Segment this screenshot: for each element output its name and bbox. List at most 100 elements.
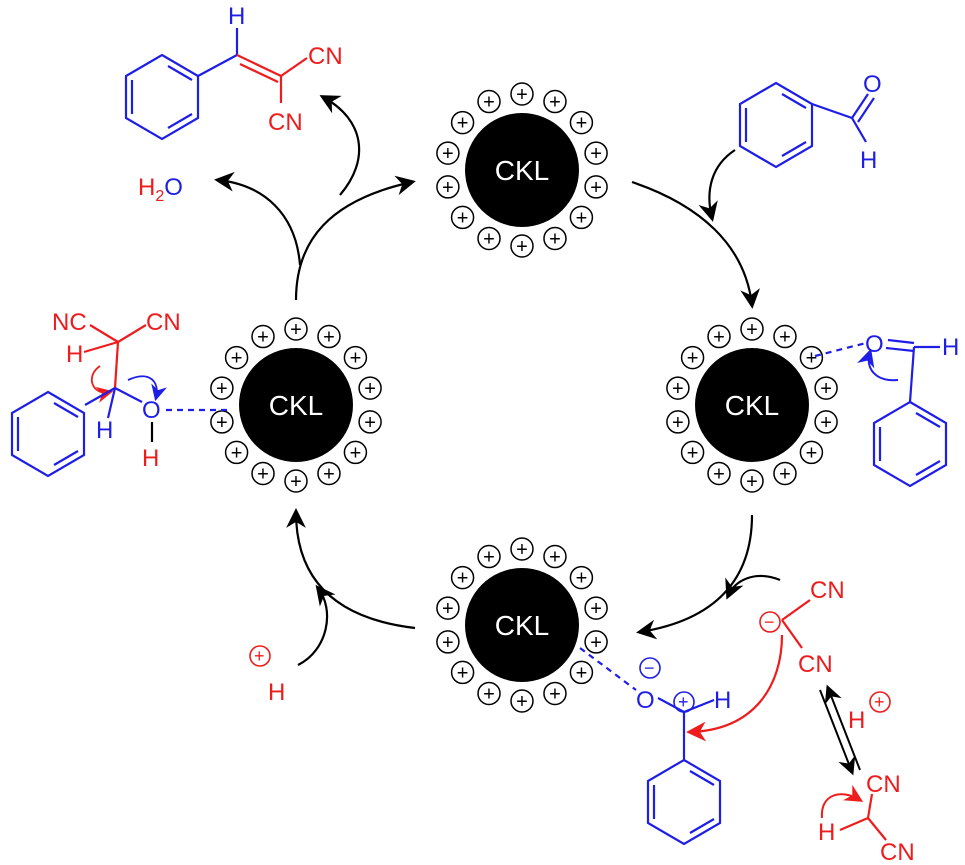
positive-charge-circle — [666, 410, 690, 434]
svg-text:H2O: H2O — [138, 174, 183, 205]
positive-charge-sign: + — [350, 442, 362, 464]
positive-charge-sign: + — [549, 547, 561, 569]
adduct-cn: CN — [146, 309, 181, 336]
positive-charge-sign: + — [442, 632, 454, 654]
attack-arrow — [686, 634, 784, 742]
positive-charge-circle — [450, 660, 475, 685]
catalyst-top: CKL++++++++++++++ — [436, 82, 608, 258]
positive-charge-circle — [543, 89, 567, 114]
product-benzylidenemalononitrile: H CN CN — [124, 3, 343, 141]
positive-charge-circle — [543, 681, 567, 706]
product-cn-upper: CN — [308, 43, 343, 70]
proton-left-plus: + — [254, 646, 265, 666]
positive-charge-circle — [543, 226, 567, 251]
positive-charge-sign: + — [779, 327, 791, 349]
water-o: O — [164, 174, 183, 201]
positive-charge-sign: + — [457, 207, 469, 229]
positive-charge-circle — [284, 317, 308, 341]
proton-left-h: H — [268, 679, 285, 706]
benzaldehyde-reactant: O H — [738, 71, 882, 174]
positive-charge-sign: + — [549, 683, 561, 705]
positive-charge-sign: + — [442, 598, 454, 620]
arrow-product-out — [319, 95, 361, 196]
positive-charge-sign: + — [590, 143, 602, 165]
alkoxide-h: H — [714, 687, 731, 714]
positive-charge-circle — [740, 469, 764, 493]
catalyst-left: CKL++++++++++++++ — [210, 317, 382, 493]
positive-charge-circle — [450, 205, 475, 230]
positive-charge-sign: + — [457, 113, 469, 135]
positive-charge-sign: + — [231, 348, 243, 370]
positive-charge-sign: + — [290, 319, 302, 341]
positive-charge-circle — [680, 345, 705, 370]
positive-charge-sign: + — [257, 327, 269, 349]
positive-charge-circle — [450, 565, 475, 590]
catalyst-core — [239, 348, 353, 462]
positive-charge-sign: + — [672, 412, 684, 434]
positive-charge-circle — [707, 324, 731, 349]
positive-charge-sign: + — [216, 378, 228, 400]
carbocation-plus: + — [678, 692, 689, 712]
arrow-left-to-top — [294, 175, 416, 301]
positive-charge-sign: + — [713, 463, 725, 485]
positive-charge-circle — [814, 376, 838, 400]
positive-charge-sign: + — [516, 539, 528, 561]
positive-charge-circle — [510, 82, 534, 106]
positive-charge-circle — [210, 376, 234, 400]
positive-charge-sign: + — [687, 442, 699, 464]
positive-charge-sign: + — [576, 113, 588, 135]
positive-charge-sign: + — [687, 348, 699, 370]
malononitrile-cn-lower: CN — [880, 839, 915, 865]
deprotonation-arrow — [820, 784, 864, 819]
adduct-h-blue: H — [96, 417, 113, 444]
hbond-bottom — [579, 647, 637, 691]
positive-charge-sign: + — [713, 327, 725, 349]
alkoxide-intermediate: O − + H — [579, 647, 731, 846]
catalyst-label: CKL — [495, 155, 549, 186]
positive-charge-sign: + — [820, 412, 832, 434]
positive-charge-sign: + — [779, 463, 791, 485]
positive-charge-sign: + — [323, 327, 335, 349]
adduct-nc: NC — [52, 309, 87, 336]
positive-charge-circle — [584, 141, 608, 165]
positive-charge-circle — [740, 317, 764, 341]
arrow-water-out — [214, 171, 302, 266]
positive-charge-sign: + — [516, 691, 528, 713]
carbanion-cn-upper: CN — [810, 577, 845, 604]
positive-charge-circle — [224, 440, 249, 465]
hbond-right — [814, 341, 867, 358]
positive-charge-sign: + — [216, 412, 228, 434]
product-alkene-h: H — [228, 3, 245, 30]
positive-charge-circle — [773, 324, 797, 349]
positive-charge-circle — [450, 110, 475, 135]
catalyst-core — [465, 113, 579, 227]
water-subscript: 2 — [155, 188, 164, 205]
malononitrile-h: H — [818, 819, 835, 846]
malononitrile-carbanion: − CN CN — [686, 577, 845, 742]
positive-charge-sign: + — [576, 207, 588, 229]
positive-charge-sign: + — [590, 632, 602, 654]
positive-charge-sign: + — [549, 228, 561, 250]
positive-charge-circle — [224, 345, 249, 370]
positive-charge-sign: + — [516, 84, 528, 106]
benzaldehyde-h: H — [860, 147, 877, 174]
positive-charge-circle — [773, 461, 797, 486]
proton-left: + H — [249, 645, 285, 706]
proton-right-h: H — [848, 707, 865, 734]
catalyst-label: CKL — [269, 390, 323, 421]
positive-charge-circle — [317, 324, 341, 349]
positive-charge-sign: + — [516, 236, 528, 258]
positive-charge-sign: + — [576, 568, 588, 590]
positive-charge-circle — [799, 440, 824, 465]
positive-charge-sign: + — [746, 471, 758, 493]
catalyst-bottom: CKL++++++++++++++ — [436, 537, 608, 713]
positive-charge-circle — [436, 175, 460, 199]
arrow-proton-in — [297, 584, 336, 666]
positive-charge-sign: + — [483, 92, 495, 114]
positive-charge-circle — [584, 630, 608, 654]
carbanion-minus-circle — [759, 611, 781, 633]
malononitrile: CN CN H — [818, 771, 915, 865]
product-cn-lower: CN — [268, 109, 303, 136]
positive-charge-sign: + — [549, 92, 561, 114]
